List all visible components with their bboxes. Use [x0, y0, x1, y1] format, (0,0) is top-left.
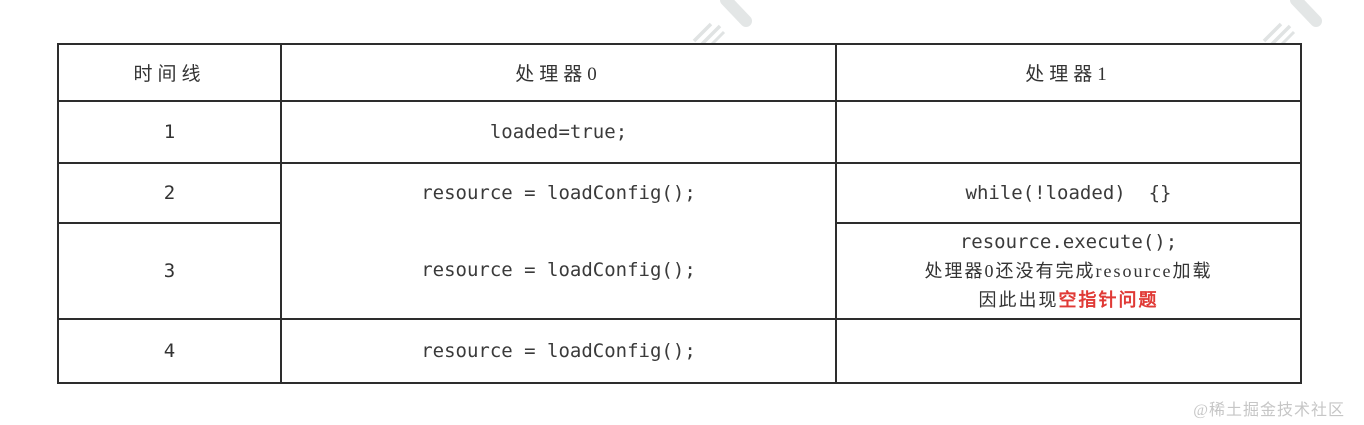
juejin-logo-watermark-icon	[1256, 0, 1330, 49]
table-row: 3 resource.execute(); 处理器0还没有完成resource加…	[57, 222, 1302, 320]
header-timeline: 时间线	[57, 43, 282, 102]
time-cell: 4	[57, 318, 282, 384]
time-cell: 2	[57, 162, 282, 224]
p1-note-line: 处理器0还没有完成resource加载	[924, 260, 1213, 281]
header-processor0: 处理器0	[280, 43, 837, 102]
watermark-credit: @稀土掘金技术社区	[1193, 402, 1345, 419]
p0-cell: resource = loadConfig();	[280, 318, 837, 384]
null-pointer-highlight: 空指针问题	[1058, 289, 1159, 310]
p0-cell: loaded=true;	[280, 100, 837, 164]
p1-cell: while(!loaded) {}	[835, 162, 1302, 224]
p1-cell	[835, 318, 1302, 384]
p0-line: resource = loadConfig();	[421, 259, 696, 281]
header-processor1: 处理器1	[835, 43, 1302, 102]
p1-code-line: resource.execute();	[959, 230, 1178, 253]
juejin-logo-watermark-icon	[686, 0, 760, 49]
conclusion-prefix: 因此出现	[978, 289, 1059, 310]
time-cell: 3	[57, 222, 282, 320]
processor-timeline-table: 时间线 处理器0 处理器1 1 loaded=true; 2 resource …	[57, 43, 1302, 384]
p1-conclusion-line: 因此出现空指针问题	[838, 286, 1299, 315]
table-header-row: 时间线 处理器0 处理器1	[57, 43, 1302, 102]
table-row: 2 resource = loadConfig(); resource = lo…	[57, 162, 1302, 320]
time-cell: 1	[57, 100, 282, 164]
p0-merged-cell: resource = loadConfig(); resource = load…	[280, 162, 837, 320]
table-row: 4 resource = loadConfig();	[57, 318, 1302, 384]
p1-cell	[835, 100, 1302, 164]
p0-line: resource = loadConfig();	[421, 182, 696, 204]
p1-null-pointer-cell: resource.execute(); 处理器0还没有完成resource加载 …	[835, 222, 1302, 320]
table-row: 1 loaded=true;	[57, 100, 1302, 164]
